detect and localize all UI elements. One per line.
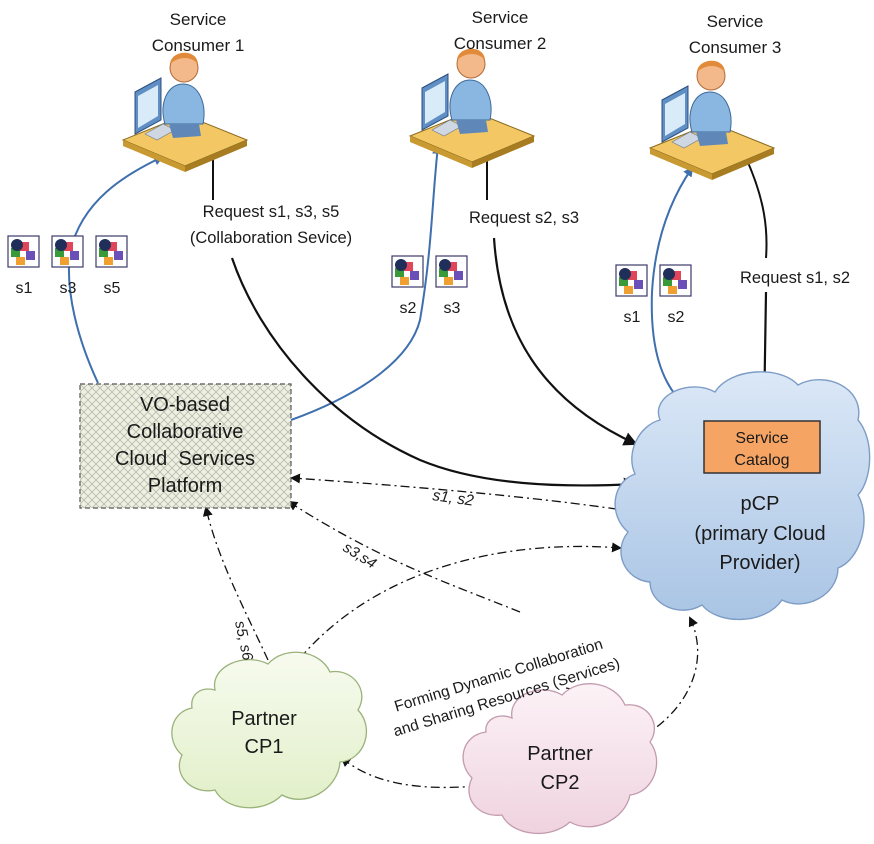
service-label: s2 <box>400 300 417 317</box>
consumer-2-title: Service <box>472 8 529 27</box>
request-arrow-consumer-3 <box>745 157 768 259</box>
flow-cp2-to-platform <box>287 500 521 613</box>
request-arrow-consumer-2-curve <box>492 237 638 446</box>
consumer-3-title: Service <box>707 12 764 31</box>
service-label: s3 <box>60 280 77 297</box>
service-label: s2 <box>668 309 685 326</box>
consumer-1-subtitle: Consumer 1 <box>152 36 245 55</box>
service-icon-s2 <box>659 264 692 297</box>
service-icon-s2 <box>391 255 424 288</box>
vo-platform-line-2: Collaborative <box>127 421 244 443</box>
flow-pcp-to-platform <box>290 473 637 513</box>
consumer-2-workstation-icon <box>409 48 535 169</box>
service-icon-s1 <box>7 235 40 268</box>
partner-cp1-cloud <box>171 651 367 809</box>
service-label: s1 <box>624 309 641 326</box>
request-arrow-consumer-1-curve <box>230 257 638 492</box>
flow-label-s5-s6: s5, s6 <box>231 619 256 662</box>
delivery-arrow-consumer-2 <box>290 144 443 421</box>
consumer-3-subtitle: Consumer 3 <box>689 38 782 57</box>
service-icon-s3 <box>51 235 84 268</box>
flow-label-s1-s2: s1, s2 <box>431 487 475 510</box>
request-label-consumer-3: Request s1, s2 <box>740 269 850 287</box>
consumer-1-title: Service <box>170 10 227 29</box>
request-label-consumer-1: Request s1, s3, s5 <box>203 203 340 221</box>
consumer-1-services: s1 s3 s5 <box>7 235 128 297</box>
partner-cp2-cloud <box>462 683 658 835</box>
service-icon-s3 <box>435 255 468 288</box>
partner-cp1-line-1: Partner <box>231 708 297 730</box>
service-icon-s5 <box>95 235 128 268</box>
service-label: s3 <box>444 300 461 317</box>
partner-cp1-line-2: CP1 <box>245 736 284 758</box>
service-catalog-box <box>703 420 821 474</box>
service-label: s5 <box>104 280 121 297</box>
vo-platform-line-3: Cloud Services <box>115 448 255 470</box>
delivery-arrow-consumer-3 <box>650 166 694 409</box>
partner-cp2-line-1: Partner <box>527 743 593 765</box>
vo-platform-line-1: VO-based <box>140 394 230 416</box>
pcp-subtitle-1: (primary Cloud <box>694 523 825 545</box>
vo-platform-line-4: Platform <box>148 475 222 497</box>
delivery-arrow-consumer-1 <box>67 156 164 384</box>
flow-pcp-cp1 <box>293 542 622 666</box>
pcp-title: pCP <box>741 493 780 515</box>
consumer-3-workstation-icon <box>649 60 775 181</box>
flow-cp1-to-platform <box>202 506 269 661</box>
service-icon-s1 <box>615 264 648 297</box>
consumer-2-subtitle: Consumer 2 <box>454 34 547 53</box>
partner-cp2-line-2: CP2 <box>541 772 580 794</box>
pcp-subtitle-2: Provider) <box>719 552 800 574</box>
consumer-2-services: s2 s3 <box>391 255 468 317</box>
service-catalog-line-1: Service <box>735 430 788 447</box>
flow-label-s3-s4: s3,s4 <box>340 539 379 572</box>
request-label-consumer-1-note: (Collaboration Sevice) <box>190 229 352 247</box>
vo-platform-box <box>79 383 292 509</box>
consumer-3-services: s1 s2 <box>615 264 692 326</box>
service-label: s1 <box>16 280 33 297</box>
request-label-consumer-2: Request s2, s3 <box>469 209 579 227</box>
service-catalog-line-2: Catalog <box>734 452 789 469</box>
consumer-1-workstation-icon <box>122 52 248 173</box>
